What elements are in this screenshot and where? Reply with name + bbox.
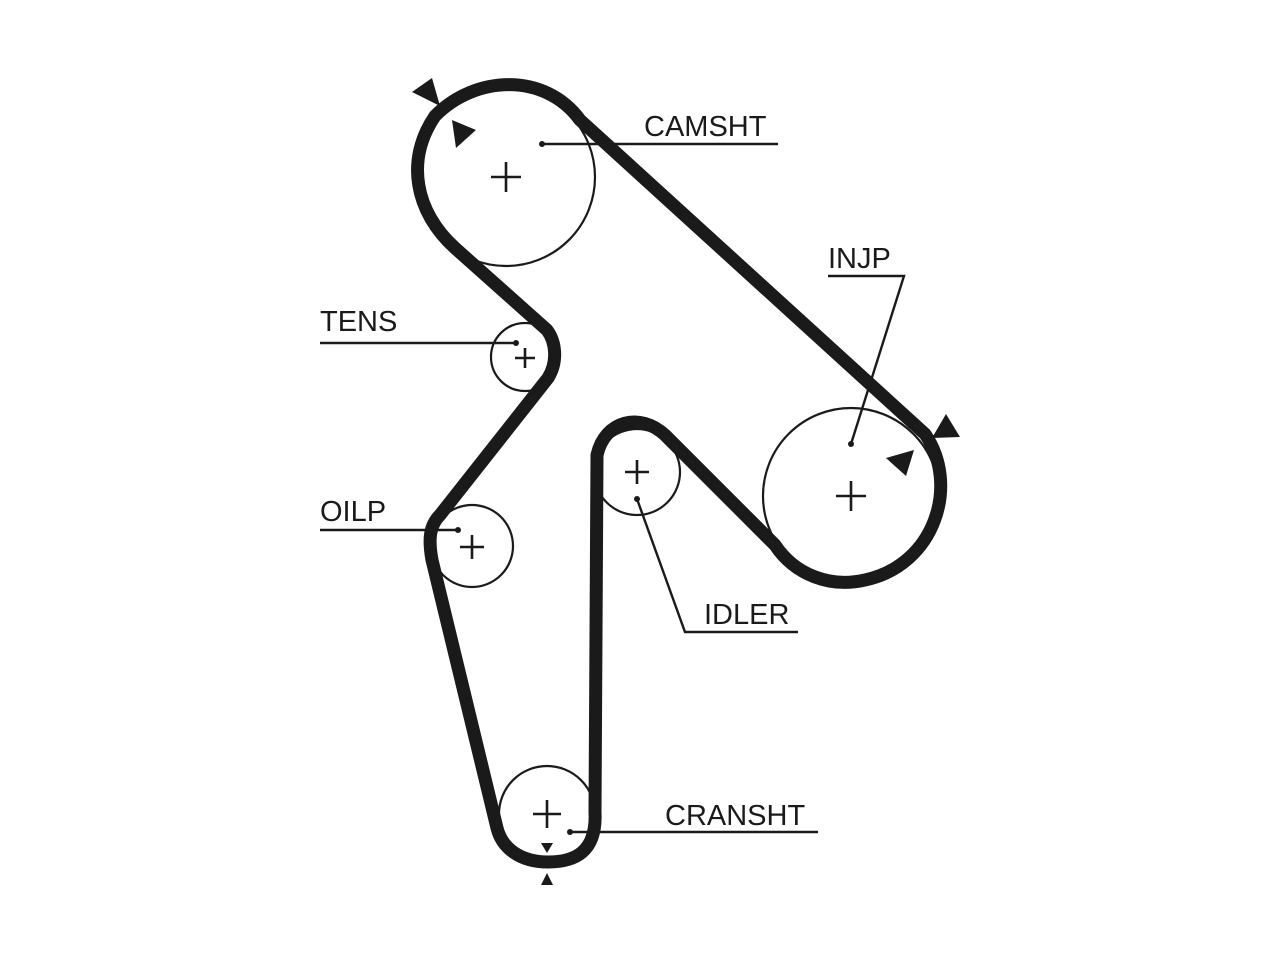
crankshaft-timing-mark-outer-icon <box>541 873 553 885</box>
idler-leader <box>634 496 798 634</box>
crankshaft-timing-mark-inner-icon <box>541 843 553 853</box>
oil-pump-hub-icon <box>460 535 484 559</box>
injection-pump-label: INJP <box>828 243 891 275</box>
idler-hub-icon <box>625 460 649 484</box>
camshaft-hub-icon <box>491 162 521 192</box>
tensioner-hub-icon <box>515 348 535 368</box>
injection-pump-timing-mark-outer-icon <box>932 414 960 438</box>
oil-pump-label: OILP <box>320 496 386 528</box>
oil-pump-leader <box>320 527 461 533</box>
crankshaft-label: CRANSHT <box>665 800 805 832</box>
crankshaft-leader <box>567 829 818 835</box>
tensioner-leader <box>320 340 519 346</box>
camshaft-leader <box>539 141 778 147</box>
camshaft-timing-mark-outer-icon <box>412 78 440 106</box>
injection-pump-leader <box>828 274 906 447</box>
camshaft-timing-mark-inner-icon <box>452 120 476 148</box>
tensioner-label: TENS <box>320 306 397 338</box>
crankshaft-hub-icon <box>533 800 561 828</box>
timing-belt <box>411 78 948 869</box>
injection-pump-hub-icon <box>836 481 866 511</box>
camshaft-label: CAMSHT <box>644 111 767 143</box>
idler-label: IDLER <box>704 599 789 631</box>
injection-pump-timing-mark-inner-icon <box>886 450 914 476</box>
